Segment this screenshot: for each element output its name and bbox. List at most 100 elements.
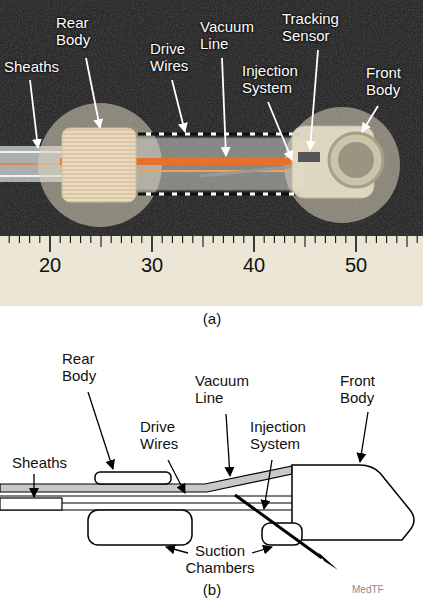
line-shape bbox=[33, 474, 34, 497]
line-shape bbox=[325, 236, 326, 243]
circle-shape bbox=[329, 133, 383, 187]
line-shape bbox=[151, 236, 153, 252]
line-shape bbox=[0, 495, 292, 496]
rect-shape bbox=[0, 236, 423, 306]
scale-number: 50 bbox=[336, 254, 376, 277]
line-shape bbox=[223, 236, 224, 243]
line-shape bbox=[222, 58, 226, 156]
line-shape bbox=[294, 236, 295, 243]
line-shape bbox=[304, 236, 305, 247]
line-shape bbox=[162, 236, 163, 243]
line-shape bbox=[335, 236, 336, 243]
line-shape bbox=[355, 236, 357, 252]
polygon-shape bbox=[318, 552, 338, 570]
line-shape bbox=[30, 80, 38, 148]
line-shape bbox=[284, 236, 285, 243]
line-shape bbox=[406, 236, 407, 247]
line-shape bbox=[226, 414, 230, 476]
path-shape bbox=[292, 465, 414, 540]
schematic-panel bbox=[0, 306, 423, 600]
line-shape bbox=[166, 547, 188, 553]
part-label: Vacuum Line bbox=[195, 372, 257, 407]
line-shape bbox=[264, 236, 265, 243]
watermark: MedTF bbox=[352, 584, 412, 596]
line-shape bbox=[29, 236, 30, 243]
line-shape bbox=[172, 80, 185, 132]
line-shape bbox=[86, 58, 100, 128]
photo-panel bbox=[0, 0, 423, 306]
line-shape bbox=[213, 236, 214, 243]
line-shape bbox=[274, 236, 275, 243]
rect-shape bbox=[298, 152, 320, 162]
line-shape bbox=[141, 236, 142, 243]
rect-shape bbox=[62, 128, 136, 202]
line-shape bbox=[376, 236, 377, 243]
line-shape bbox=[360, 412, 368, 462]
line-shape bbox=[80, 236, 81, 243]
line-shape bbox=[310, 50, 318, 150]
line-shape bbox=[396, 236, 397, 243]
line-shape bbox=[192, 236, 193, 243]
part-label: Injection System bbox=[250, 418, 318, 453]
line-shape bbox=[39, 236, 40, 243]
ruler-ticks bbox=[9, 236, 417, 252]
rect-shape bbox=[0, 0, 423, 236]
line-shape bbox=[268, 102, 292, 160]
line-shape bbox=[252, 547, 272, 553]
line-shape bbox=[138, 193, 300, 196]
line-shape bbox=[70, 236, 71, 243]
part-label: Sheaths bbox=[4, 58, 74, 75]
rect-shape bbox=[0, 498, 62, 510]
line-shape bbox=[138, 133, 300, 136]
scale-number: 30 bbox=[132, 254, 172, 277]
line-shape bbox=[90, 236, 91, 243]
part-label: Rear Body bbox=[62, 350, 108, 385]
leader-lines bbox=[34, 392, 368, 553]
circle-shape bbox=[338, 142, 374, 178]
panel-label: (a) bbox=[192, 310, 232, 327]
line-shape bbox=[168, 460, 185, 493]
part-label: Injection System bbox=[242, 62, 310, 97]
part-label: Sheaths bbox=[12, 454, 82, 471]
line-shape bbox=[131, 236, 132, 243]
line-shape bbox=[138, 133, 300, 136]
line-shape bbox=[100, 236, 101, 247]
rect-shape bbox=[0, 0, 423, 306]
line-shape bbox=[417, 236, 418, 243]
line-shape bbox=[200, 166, 300, 176]
scale-number: 40 bbox=[234, 254, 274, 277]
line-shape bbox=[49, 236, 51, 252]
part-label: Tracking Sensor bbox=[282, 10, 348, 45]
rect-shape bbox=[0, 306, 423, 600]
leader-lines bbox=[30, 50, 378, 160]
circle-shape bbox=[284, 107, 400, 223]
line-shape bbox=[138, 193, 300, 196]
part-label: Suction Chambers bbox=[176, 543, 264, 576]
line-shape bbox=[345, 236, 346, 243]
line-shape bbox=[366, 236, 367, 243]
line-shape bbox=[315, 236, 316, 243]
line-shape bbox=[121, 236, 122, 243]
part-label: Drive Wires bbox=[140, 418, 188, 453]
line-shape bbox=[362, 106, 378, 132]
part-label: Vacuum Line bbox=[200, 18, 260, 53]
part-label: Drive Wires bbox=[150, 40, 198, 75]
rect-shape bbox=[262, 523, 302, 545]
part-label: Rear Body bbox=[56, 14, 102, 49]
line-shape bbox=[19, 236, 20, 243]
line-shape bbox=[202, 236, 203, 247]
part-label: Front Body bbox=[340, 372, 390, 407]
panel-label: (b) bbox=[192, 581, 232, 598]
line-shape bbox=[60, 236, 61, 243]
line-shape bbox=[111, 236, 112, 243]
line-shape bbox=[172, 236, 173, 243]
line-shape bbox=[233, 236, 234, 243]
line-shape bbox=[264, 460, 272, 509]
line-shape bbox=[182, 236, 183, 243]
line-shape bbox=[243, 236, 244, 243]
line-shape bbox=[88, 392, 113, 469]
line-shape bbox=[386, 236, 387, 243]
line-shape bbox=[9, 236, 10, 243]
